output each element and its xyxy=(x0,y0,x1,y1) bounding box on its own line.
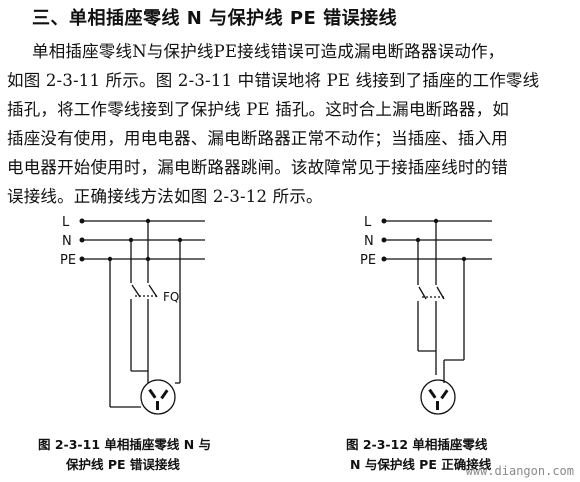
label-n: N xyxy=(62,234,72,249)
paragraph-line-1: 单相插座零线N与保护线PE接线错误可造成漏电断路器误动作， xyxy=(32,42,505,61)
paragraph-line-5: 电电器开始使用时，漏电断路器跳闸。该故障常见于接插座线时的错 xyxy=(7,158,508,177)
caption-left-line-2: 保护线 PE 错误接线 xyxy=(66,457,180,472)
paragraph-line-3: 插孔，将工作零线接到了保护线 PE 插孔。这时合上漏电断路器，如 xyxy=(7,100,510,119)
watermark: www.diangon.com xyxy=(465,464,574,478)
label-l-correct: L xyxy=(364,215,372,230)
label-pe: PE xyxy=(60,253,76,268)
wrong-wiring-diagram: L N PE FQ xyxy=(60,215,205,415)
caption-right-line-1: 图 2-3-12 单相插座零线 xyxy=(346,437,488,452)
correct-wiring-diagram: L N PE xyxy=(360,215,492,415)
caption-left-line-1: 图 2-3-11 单相插座零线 N 与 xyxy=(38,437,212,452)
label-l: L xyxy=(62,215,70,230)
label-n-correct: N xyxy=(364,234,374,249)
paragraph-line-6: 误接线。正确接线方法如图 2-3-12 所示。 xyxy=(7,187,323,206)
caption-right-line-2: N 与保护线 PE 正确接线 xyxy=(350,457,492,472)
label-pe-correct: PE xyxy=(360,253,376,268)
paragraph-line-4: 插座没有使用，用电电器、漏电断路器正常不动作；当插座、插入用 xyxy=(7,129,508,148)
label-fq: FQ xyxy=(163,290,179,304)
section-heading: 三、单相插座零线 N 与保护线 PE 错误接线 xyxy=(32,8,398,29)
socket-symbol-correct xyxy=(420,379,456,415)
paragraph-line-2: 如图 2-3-11 所示。图 2-3-11 中错误地将 PE 线接到了插座的工作… xyxy=(7,71,540,90)
socket-symbol xyxy=(140,379,176,415)
